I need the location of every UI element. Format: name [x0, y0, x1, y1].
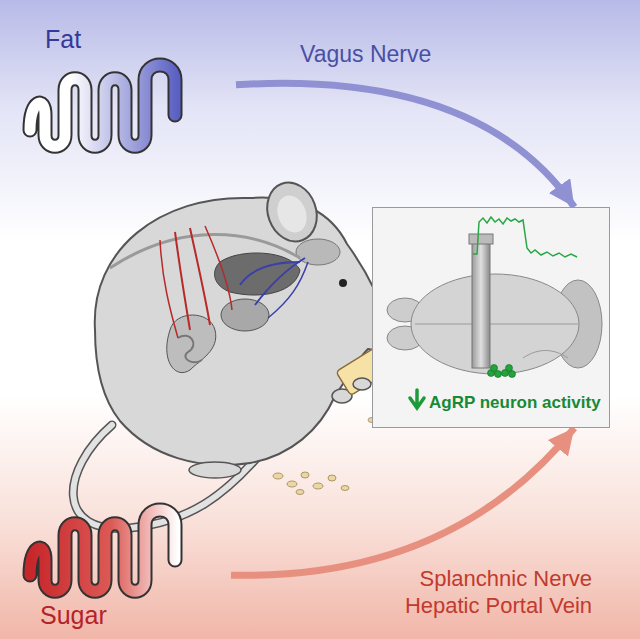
- edge-label: Vagus Nerve: [300, 40, 431, 68]
- node-text: AgRP neuron activity: [429, 393, 603, 413]
- intestine-sugar: [10, 490, 190, 605]
- intestine-node: Sugar: [10, 490, 231, 632]
- node-text: Fat: [45, 25, 236, 54]
- edge-label: Splanchnic Nerve Hepatic Portal Vein: [352, 566, 592, 620]
- node-text: Sugar: [40, 601, 231, 630]
- curved-arrow: [231, 428, 574, 575]
- intestine-node: Fat: [10, 25, 236, 155]
- curved-arrow: [236, 83, 574, 207]
- intestine-fat: [10, 25, 190, 155]
- brain-inset-box: AgRP neuron activity: [372, 207, 610, 428]
